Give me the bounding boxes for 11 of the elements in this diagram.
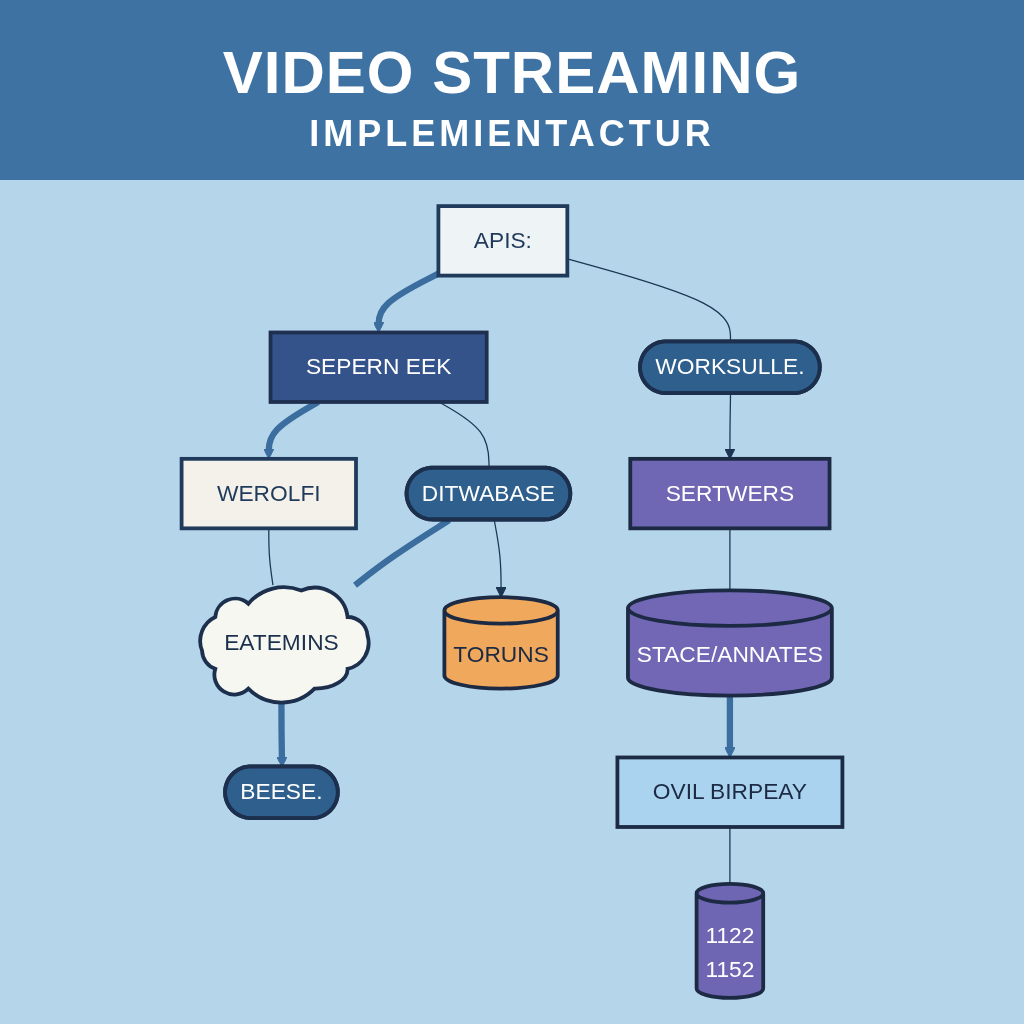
subtitle: IMPLEMIENTACTUR — [309, 112, 715, 156]
node-box: WEROLFI — [179, 456, 358, 531]
title: VIDEO STREAMING — [222, 38, 802, 108]
node-box: OVIL BIRPEAY — [615, 755, 845, 829]
node-box: SERTWERS — [628, 456, 832, 531]
connector — [729, 826, 731, 885]
node-box: APIS: — [436, 204, 570, 278]
node-box: SEPERN EEK — [268, 330, 489, 404]
arrow — [493, 519, 507, 598]
arrow — [724, 695, 736, 758]
arrow — [373, 270, 440, 333]
